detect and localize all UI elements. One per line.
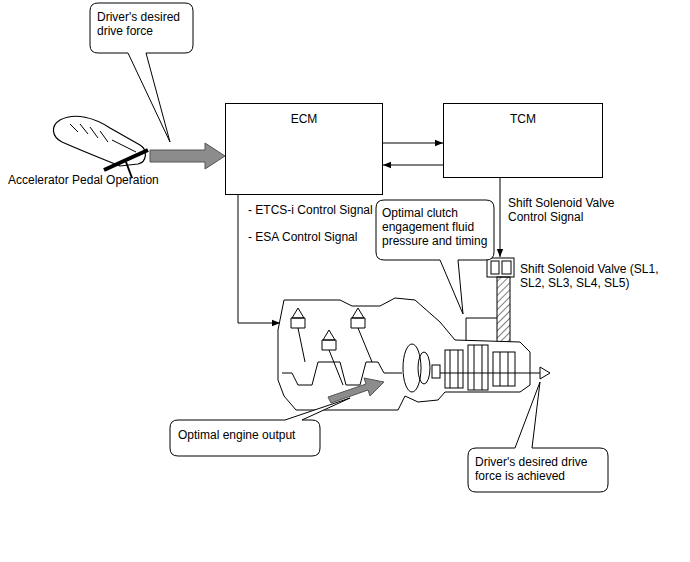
powertrain-part: [278, 298, 530, 410]
solenoid-signal-line: [500, 178, 501, 257]
powertrain-part: [418, 352, 430, 384]
control-module-box: ECM: [225, 103, 383, 195]
powertrain-part: [322, 330, 343, 385]
callout-text: Driver's desired drive force: [97, 10, 186, 38]
callout-bubble: Optimal clutch engagement fluid pressure…: [376, 200, 494, 260]
module-name: ECM: [234, 112, 374, 126]
signal-label: Accelerator Pedal Operation: [8, 173, 183, 187]
callout-text: Driver's desired drive force is achieved: [475, 455, 601, 483]
shift-solenoid-valve-part: [497, 277, 510, 345]
powertrain-part: [540, 367, 550, 379]
signal-arrow: [383, 143, 443, 144]
callout-outline: [468, 382, 608, 492]
callout-outline: [170, 398, 350, 456]
callout-bubble: Driver's desired drive force: [90, 3, 193, 53]
callout-outline: [90, 3, 193, 142]
shift-solenoid-valve: [487, 258, 514, 345]
powertrain-part: [493, 352, 515, 386]
accelerator-pedal-part: [70, 124, 108, 142]
callout-bubble: Driver's desired drive force is achieved: [468, 448, 608, 492]
shift-solenoid-valve-part: [487, 258, 514, 277]
signal-label: - ESA Control Signal: [248, 230, 373, 244]
accelerator-pedal-part: [104, 150, 148, 170]
powertrain-part: [500, 352, 508, 386]
input-arrow: [150, 143, 225, 169]
callout-bubble: Optimal engine output: [170, 420, 320, 456]
powertrain-part: [351, 308, 372, 362]
shift-solenoid-valve-part: [502, 261, 511, 274]
callout-outline: [376, 200, 494, 314]
signal-label: Shift Solenoid Valve (SL1, SL2, SL3, SL4…: [520, 262, 685, 290]
signal-arrow: [383, 165, 443, 166]
powertrain-part: [468, 345, 488, 390]
shift-solenoid-valve-part: [491, 261, 499, 274]
engine-output-arrow: [328, 378, 384, 403]
powertrain-part: [440, 373, 540, 374]
control-module-box: TCM: [443, 103, 603, 178]
powertrain-part: [474, 345, 482, 390]
accelerator-pedal-part: [112, 140, 136, 152]
powertrain-part: [450, 350, 458, 388]
module-name: TCM: [452, 112, 594, 126]
powertrain-part: [291, 308, 305, 362]
accelerator-pedal: [53, 116, 148, 178]
callout-text: Optimal engine output: [178, 428, 312, 442]
signal-label: - ETCS-i Control Signal: [248, 203, 373, 217]
powertrain-part: [432, 365, 440, 378]
signal-label: Shift Solenoid Valve Control Signal: [508, 196, 638, 224]
powertrain: [278, 298, 550, 410]
powertrain-part: [445, 350, 463, 388]
callout-text: Optimal clutch engagement fluid pressure…: [382, 206, 488, 248]
